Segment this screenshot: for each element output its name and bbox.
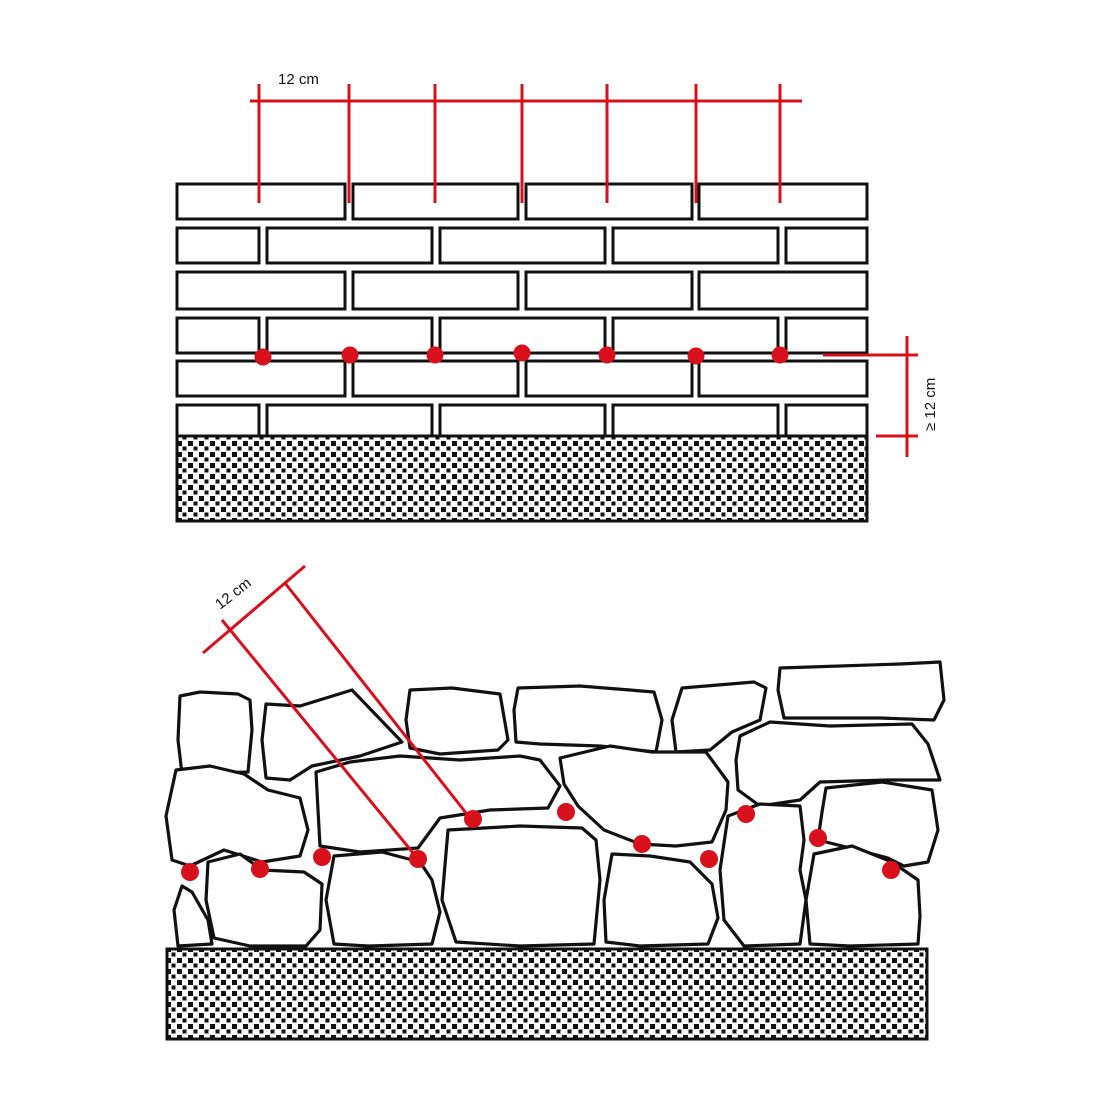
height-label: ≥ 12 cm <box>922 378 939 431</box>
anchor-dot <box>254 348 272 366</box>
stone-spacing-bar <box>202 564 306 655</box>
brick-spacing-comb <box>250 84 802 203</box>
brick <box>611 226 780 265</box>
stone <box>670 680 768 754</box>
stone <box>734 720 942 808</box>
anchor-dot <box>426 346 444 364</box>
stone-anchor-points <box>181 803 900 881</box>
anchor-dot <box>737 805 755 823</box>
anchor-dot <box>687 347 705 365</box>
stone-wall <box>164 660 946 948</box>
brick-foundation-gravel <box>175 434 869 523</box>
stone <box>718 802 808 948</box>
brick <box>265 403 434 438</box>
stone-spacing-guide <box>202 564 472 860</box>
anchor-dot <box>882 861 900 879</box>
brick <box>175 316 261 355</box>
stone-foundation-gravel <box>165 947 929 1041</box>
brick <box>265 226 434 265</box>
stone <box>602 852 720 948</box>
anchor-dot <box>771 346 789 364</box>
brick <box>175 359 347 398</box>
brick <box>351 270 520 311</box>
brick <box>697 182 869 221</box>
brick <box>438 226 607 265</box>
brick <box>611 403 780 438</box>
stone-spacing-label: 12 cm <box>212 575 255 614</box>
stone <box>314 754 562 854</box>
stone <box>172 884 214 948</box>
anchor-dot <box>809 829 827 847</box>
brick <box>697 359 869 398</box>
anchor-dot <box>181 863 199 881</box>
anchor-dot <box>464 810 482 828</box>
anchor-dot <box>598 346 616 364</box>
brick <box>784 316 869 355</box>
anchor-dot <box>409 850 427 868</box>
anchor-dot <box>633 835 651 853</box>
stone <box>324 850 442 948</box>
anchor-dot <box>251 860 269 878</box>
stone <box>164 764 310 868</box>
brick-anchor-points <box>254 344 789 366</box>
anchor-dot <box>557 803 575 821</box>
brick <box>175 226 261 265</box>
brick <box>697 270 869 311</box>
brick-wall <box>175 182 869 438</box>
stone <box>404 686 510 756</box>
stone <box>776 660 946 722</box>
brick <box>351 359 520 398</box>
brick <box>524 182 694 221</box>
height-dimension <box>823 336 918 457</box>
stone <box>440 824 602 948</box>
stone <box>558 744 730 848</box>
anchor-dot <box>513 344 531 362</box>
anchor-dot <box>313 848 331 866</box>
brick <box>784 403 869 438</box>
brick-spacing-label: 12 cm <box>278 71 319 88</box>
anchor-dot <box>700 850 718 868</box>
stone <box>512 684 664 754</box>
brick <box>524 359 694 398</box>
brick <box>784 226 869 265</box>
brick <box>175 182 347 221</box>
brick <box>524 270 694 311</box>
anchor-dot <box>341 346 359 364</box>
stone-spacing-leg <box>283 582 472 819</box>
brick <box>438 403 607 438</box>
stone <box>176 690 254 776</box>
brick <box>175 403 261 438</box>
stone-spacing-leg <box>220 619 420 860</box>
brick <box>175 270 347 311</box>
brick <box>611 316 780 355</box>
